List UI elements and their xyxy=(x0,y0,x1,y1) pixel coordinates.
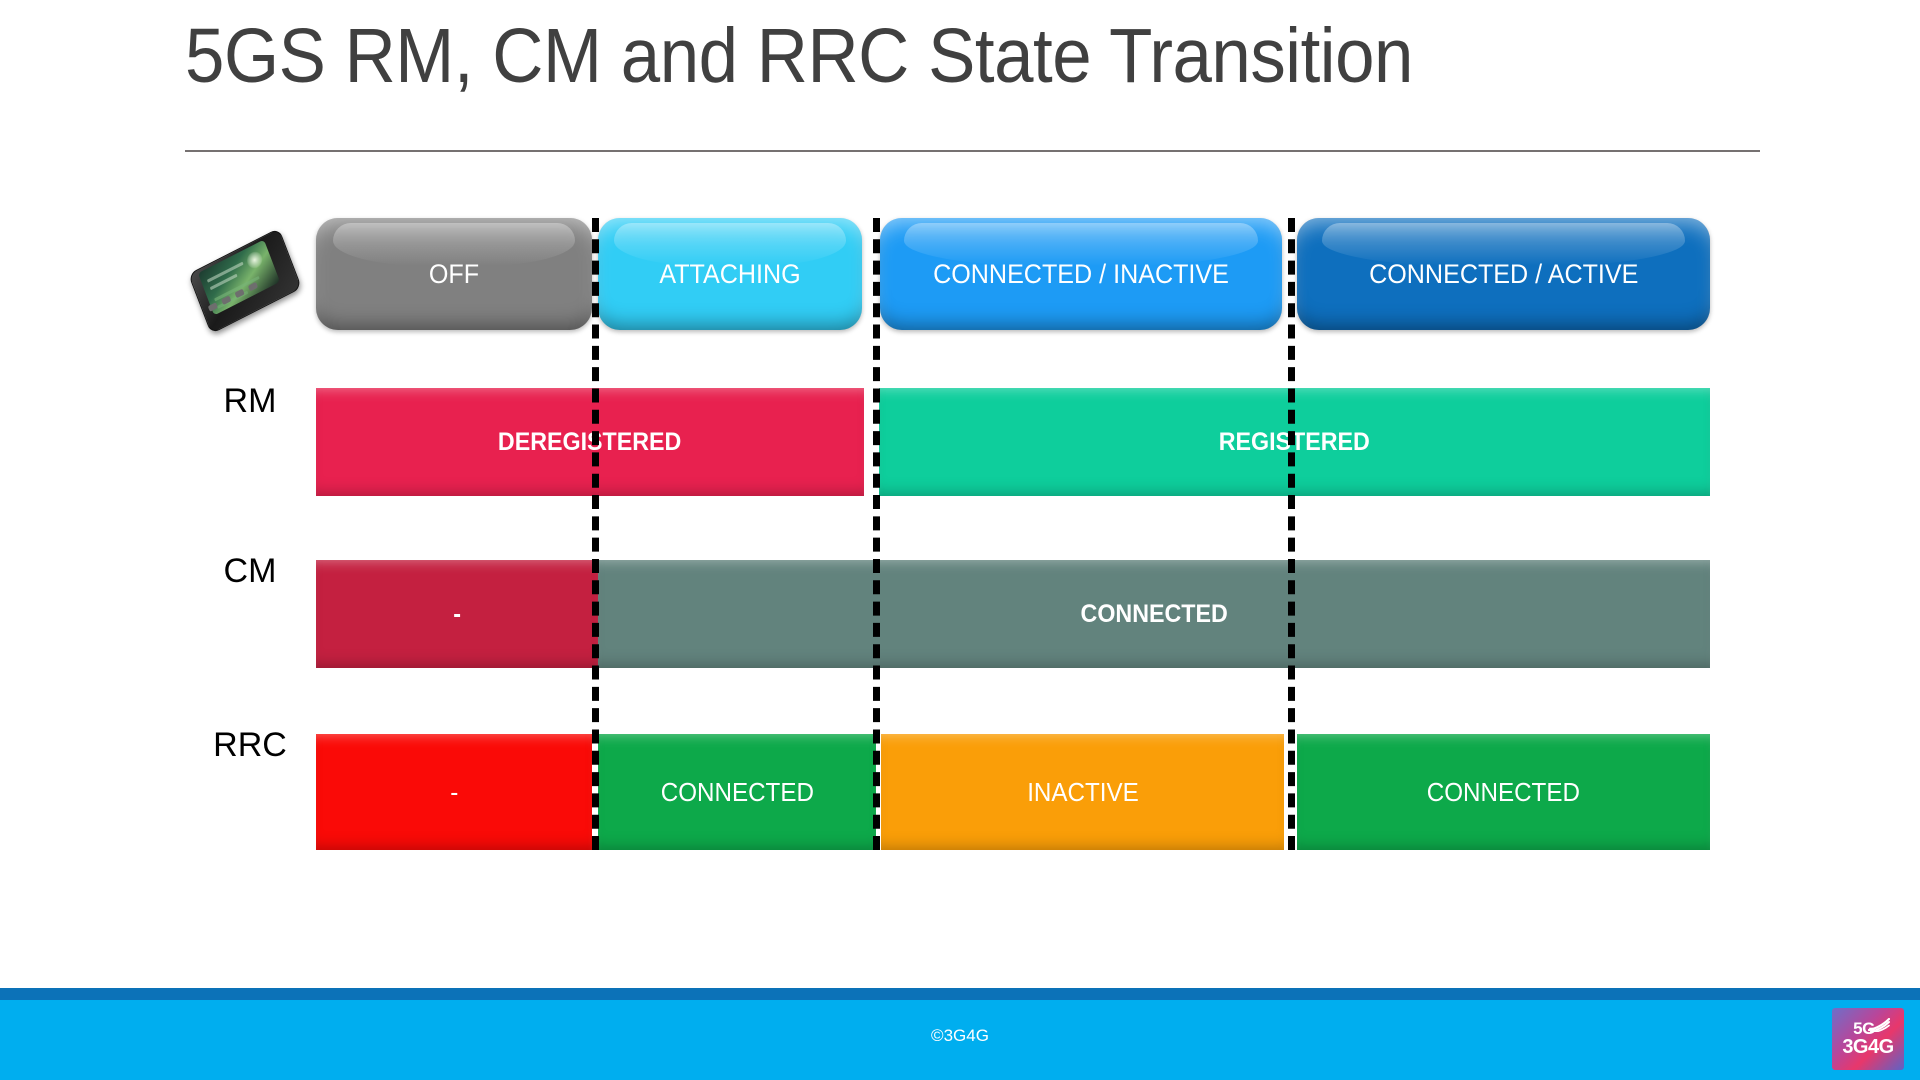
rrc-bar-inactive-label: INACTIVE xyxy=(1026,776,1139,807)
state-box-connected-active[interactable]: CONNECTED / ACTIVE xyxy=(1297,218,1710,330)
3g4g-logo: 5G 3G4G xyxy=(1832,1008,1904,1070)
state-box-connected-active-label: CONNECTED / ACTIVE xyxy=(1368,258,1639,289)
state-box-attaching[interactable]: ATTACHING xyxy=(598,218,862,330)
slide-footer: ©3G4G 5G 3G4G xyxy=(0,988,1920,1080)
rrc-bar-none[interactable]: - xyxy=(316,734,592,850)
cm-bar-none[interactable]: - xyxy=(316,560,598,668)
row-label-rrc: RRC xyxy=(213,726,287,764)
smartphone-icon xyxy=(188,227,302,335)
state-box-off-label: OFF xyxy=(428,258,480,289)
title-divider-rule xyxy=(185,150,1760,152)
cm-bar-none-label: - xyxy=(453,599,461,628)
copyright-text: ©3G4G xyxy=(931,1026,989,1045)
rm-bar-deregistered[interactable]: DEREGISTERED xyxy=(316,388,864,496)
rrc-bar-connected-2-label: CONNECTED xyxy=(1426,776,1581,807)
transition-divider-2 xyxy=(873,218,880,850)
rrc-bar-connected-2[interactable]: CONNECTED xyxy=(1297,734,1710,850)
state-box-off[interactable]: OFF xyxy=(316,218,592,330)
transition-divider-1 xyxy=(592,218,599,850)
logo-3g4g-text: 3G4G xyxy=(1842,1036,1894,1058)
transition-divider-3 xyxy=(1288,218,1295,850)
row-label-cm: CM xyxy=(223,552,277,590)
rrc-bar-connected-1[interactable]: CONNECTED xyxy=(598,734,876,850)
state-box-connected-inactive-label: CONNECTED / INACTIVE xyxy=(933,258,1229,289)
row-label-rm: RM xyxy=(223,382,277,420)
rrc-bar-inactive[interactable]: INACTIVE xyxy=(881,734,1284,850)
page-title: 5GS RM, CM and RRC State Transition xyxy=(185,13,1413,99)
rrc-bar-connected-1-label: CONNECTED xyxy=(660,776,814,807)
rrc-bar-none-label: - xyxy=(449,776,459,807)
logo-5g-text: 5G xyxy=(1853,1019,1875,1038)
cm-bar-connected[interactable]: CONNECTED xyxy=(598,560,1710,668)
rm-bar-deregistered-label: DEREGISTERED xyxy=(498,427,682,456)
wifi-waves-icon xyxy=(1868,1018,1890,1032)
cm-bar-connected-label: CONNECTED xyxy=(1080,599,1228,628)
state-box-connected-inactive[interactable]: CONNECTED / INACTIVE xyxy=(880,218,1282,330)
state-box-attaching-label: ATTACHING xyxy=(659,258,801,289)
